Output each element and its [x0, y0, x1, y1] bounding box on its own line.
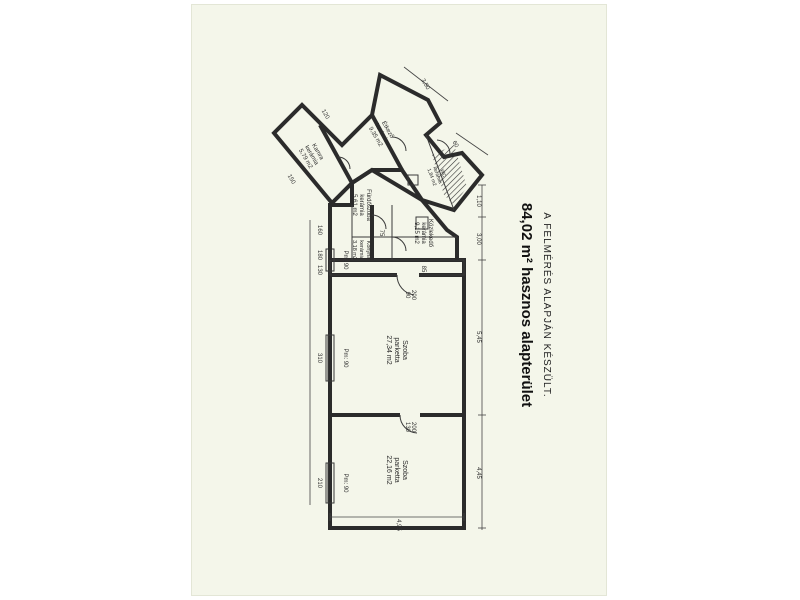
wing-wall-2	[370, 114, 404, 171]
dim-win-w2: 210	[316, 478, 322, 489]
dim-door-h-2: 200	[410, 422, 416, 433]
dim-180: 180	[316, 250, 322, 261]
room-name-szoba1: Szoba	[401, 340, 408, 360]
room-area-kozlekedo: 9,15 m2	[413, 222, 419, 244]
rotated-wing	[271, 71, 485, 230]
dim-sec3: 3,00	[475, 233, 481, 245]
dim-window-pm-1: Pm: 90	[342, 348, 348, 368]
dim-85: 85	[420, 266, 426, 273]
dimension-lines	[309, 66, 489, 530]
summary: 84,02 m² hasznos alapterület A FELMÉRÉS …	[518, 203, 554, 407]
label-etkezo: Étkező kerámia 9,35 m2	[367, 120, 396, 148]
door-swing-4	[391, 236, 407, 252]
door-gap-2	[400, 411, 420, 419]
dim-130: 130	[316, 265, 322, 276]
outer-wall-main	[328, 258, 466, 530]
room-area-wc: 1,84 m2	[426, 168, 438, 187]
dim-door-w-2: 130	[404, 422, 410, 433]
dim-win-w1: 310	[316, 353, 322, 364]
dim-sec4: 1,10	[475, 195, 481, 207]
fixture-1	[407, 174, 419, 186]
label-szoba1: Szoba parketta 27,34 m2	[385, 335, 408, 364]
label-szoba2: Szoba parketta 22,16 m2	[385, 455, 408, 484]
door-swing-2	[399, 414, 418, 434]
label-kozlekedo: Közlekedő kerámia 9,15 m2	[413, 219, 433, 248]
dim-window-pm-3: Pm: 90	[342, 250, 348, 270]
room-area-szoba1: 27,34 m2	[385, 335, 392, 364]
upper-block	[328, 168, 459, 260]
dim-top-diagonal-2	[455, 132, 489, 156]
room-floor-wc: kerámia	[431, 166, 443, 185]
room-name-furdoszoba: Fürdőszoba	[365, 189, 371, 221]
room-name-szoba2: Szoba	[401, 460, 408, 480]
paper-sheet: Szoba parketta 27,34 m2 Szoba parketta 2…	[192, 5, 606, 595]
dim-total-width: 4,95	[395, 519, 401, 531]
dim-160: 160	[316, 225, 322, 236]
dimension-texts: 4,95 4,45 5,45 3,00 1,10 3,50 Pm: 90 Pm:…	[286, 78, 481, 532]
label-furdoszoba: Fürdőszoba kerámia 5,61 m2	[351, 189, 371, 221]
upper-block-outline	[328, 168, 459, 260]
survey-note: A FELMÉRÉS ALAPJÁN KÉSZÜLT.	[541, 212, 554, 397]
fixture-2	[415, 216, 429, 230]
room-area-furdoszoba: 5,61 m2	[351, 194, 357, 216]
dim-75: 75	[378, 230, 384, 237]
room-area-konyha: 3,18 m2	[351, 240, 357, 260]
wing-wall-1	[318, 124, 354, 184]
label-konyha: Konyha kerámia 3,18 m2	[351, 240, 371, 261]
dim-window-pm-2: Pm: 90	[342, 473, 348, 493]
dim-60: 60	[451, 140, 460, 149]
dim-150: 150	[286, 174, 297, 186]
room-floor-szoba1: parketta	[393, 337, 400, 362]
main-walls	[328, 258, 466, 530]
window-2	[325, 462, 335, 504]
room-floor-szoba2: parketta	[393, 457, 400, 482]
room-name-kozlekedo: Közlekedő	[427, 219, 433, 248]
room-floor-kozlekedo: kerámia	[420, 222, 426, 244]
wc-hatch	[432, 145, 467, 205]
door-swing-1	[396, 274, 415, 296]
dim-120: 120	[320, 109, 331, 121]
dim-sec2: 5,45	[475, 331, 481, 343]
room-floor-konyha: kerámia	[358, 240, 364, 261]
room-floor-furdoszoba: kerámia	[358, 194, 364, 216]
dim-sec1: 4,45	[475, 467, 481, 479]
main-doors	[396, 271, 420, 434]
door-swing-3	[371, 214, 387, 230]
windows	[325, 248, 335, 504]
door-swing-5	[391, 136, 407, 152]
label-wc: WC kerámia 1,84 m2	[426, 166, 448, 187]
dim-door-h: 200	[410, 290, 416, 301]
dim-door-w: 90	[404, 292, 410, 299]
room-labels: Szoba parketta 27,34 m2 Szoba parketta 2…	[297, 120, 448, 485]
door-swing-7	[436, 139, 451, 155]
dim-top: 3,50	[419, 78, 430, 92]
room-area-szoba2: 22,16 m2	[385, 455, 392, 484]
area-summary: 84,02 m² hasznos alapterület	[518, 203, 535, 407]
floor-plan: Szoba parketta 27,34 m2 Szoba parketta 2…	[271, 66, 554, 532]
dim-top-diagonal	[403, 66, 449, 102]
room-name-konyha: Konyha	[365, 241, 371, 261]
window-1	[325, 334, 335, 382]
door-gap-1	[397, 271, 419, 279]
door-swing-6	[337, 156, 351, 170]
room-name-wc: WC	[438, 168, 447, 178]
